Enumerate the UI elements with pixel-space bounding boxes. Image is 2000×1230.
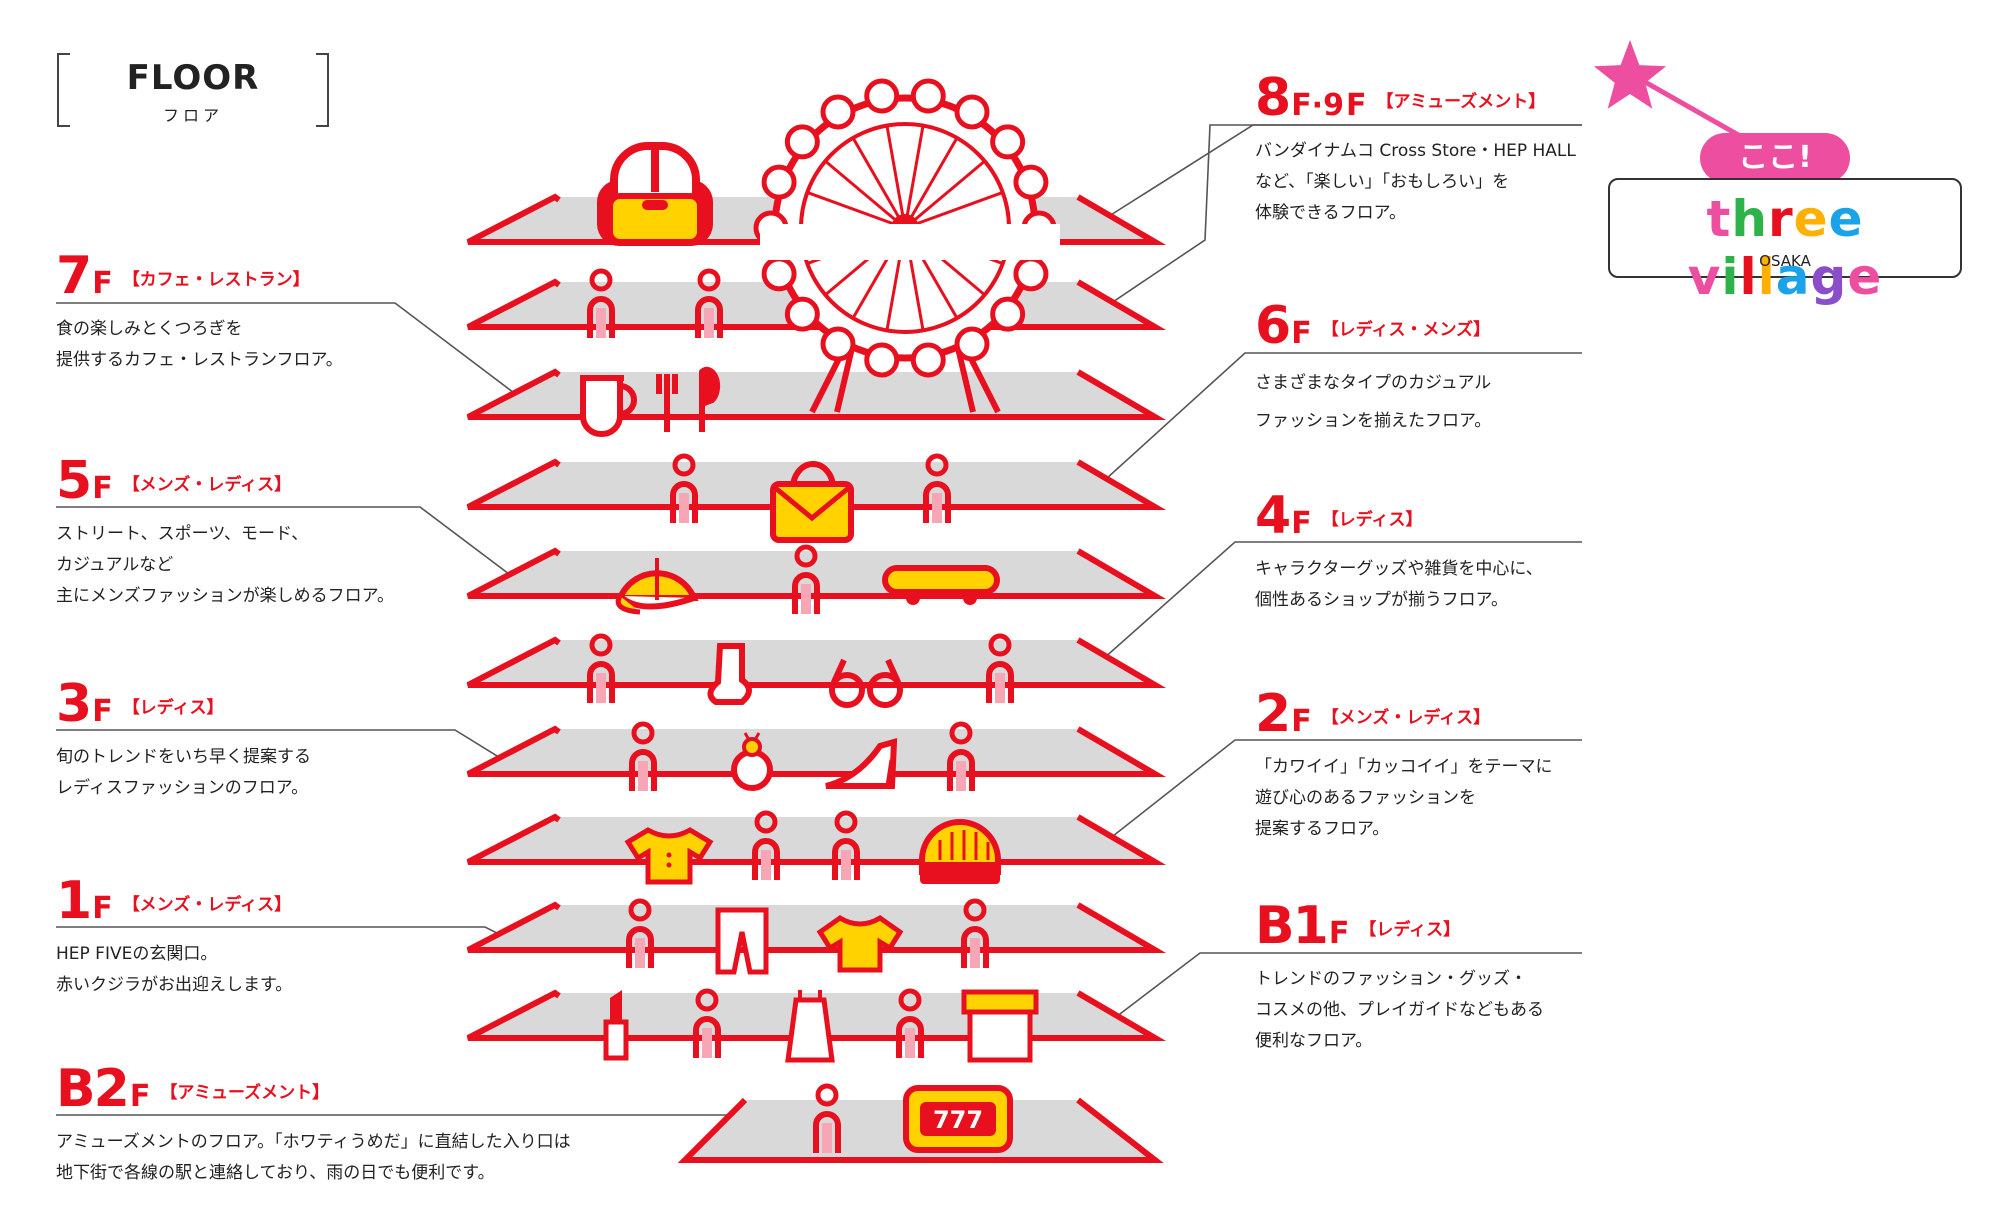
here-badge: ここ! [1700,133,1850,183]
floor-category: 【カフェ・レストラン】 [122,270,310,290]
floor-category: 【アミューズメント】 [1376,92,1546,112]
lipstick-icon [603,990,629,1061]
sock-icon [707,643,752,705]
floor-title-box: FLOOR フロア [56,52,330,128]
floor-category: 【メンズ・レディス】 [122,895,292,915]
floor-description: 旬のトレンドをいち早く提案するレディスファッションのフロア。 [56,747,311,798]
floor-5f: 5F【メンズ・レディス】 ストリート、スポーツ、モード、カジュアルなど主にメンズ… [56,455,394,612]
shirt-icon [816,915,904,973]
floor-b1f: B1F【レディス】 トレンドのファッション・グッズ・コスメの他、プレイガイドなど… [1255,900,1544,1057]
glasses-icon [829,658,903,708]
floor-plate [466,725,1167,777]
skateboard-icon [882,565,1000,605]
slot-machine-icon: 777 [903,1085,1013,1153]
ferris-wheel-icon [753,78,1060,414]
floor-category: 【メンズ・レディス】 [122,475,292,495]
floor-description: ストリート、スポーツ、モード、カジュアルなど主にメンズファッションが楽しめるフロ… [56,524,394,606]
handbag-icon [770,461,854,543]
floor-8f-9f: 8F·9F【アミューズメント】 バンダイナムコ Cross Store・HEP … [1255,72,1576,229]
floor-2f: 2F【メンズ・レディス】 「カワイイ」「カッコイイ」をテーマに遊び心のあるファッ… [1255,688,1553,845]
floor-1f: 1F【メンズ・レディス】 HEP FIVEの玄関口。赤いクジラがお出迎えします。 [56,875,292,1001]
floor-number: 7 [56,246,92,306]
floor-description: トレンドのファッション・グッズ・コスメの他、プレイガイドなどもある便利なフロア。 [1255,969,1544,1051]
robot-icon [597,142,713,246]
floor-number: 4 [1255,486,1291,546]
page-subtitle: フロア [162,106,223,125]
floor-description: さまざまなタイプのカジュアルファッションを揃えたフロア。 [1255,373,1492,431]
t-shirt-icon [624,827,714,885]
logo-subtitle: OSAKA [1759,252,1811,270]
pants-icon [715,907,769,975]
floor-number: 5 [56,451,92,511]
gift-box-icon [961,989,1039,1063]
ring-icon [731,732,773,791]
page-title: FLOOR [126,58,260,98]
floor-plate [466,636,1167,688]
floor-category: 【アミューズメント】 [160,1083,330,1103]
dress-icon [785,990,835,1063]
floor-number: 6 [1255,296,1291,356]
floor-category: 【レディス】 [1359,920,1461,940]
three-village-logo-box[interactable]: three village OSAKA [1608,178,1962,306]
coffee-cup-icon [579,375,637,437]
floor-number: B2 [56,1059,130,1119]
connector-lines [56,124,1582,1116]
floor-plate [466,813,1167,865]
floor-description: 「カワイイ」「カッコイイ」をテーマに遊び心のあるファッションを提案するフロア。 [1255,757,1553,839]
floor-category: 【レディス】 [122,698,224,718]
floor-description: HEP FIVEの玄関口。赤いクジラがお出迎えします。 [56,944,293,995]
floor-description: アミューズメントのフロア。「ホワティうめだ」に直結した入り口は地下街で各線の駅と… [56,1132,571,1183]
knit-hat-icon [919,819,1001,884]
high-heel-icon [825,737,898,789]
fork-knife-icon [656,366,721,432]
slot-label: 777 [933,1106,983,1134]
star-pointer [1593,40,1758,148]
cap-icon [615,558,699,615]
floor-number: 2 [1255,684,1291,744]
floor-category: 【メンズ・レディス】 [1321,708,1491,728]
floor-7f: 7F【カフェ・レストラン】 食の楽しみとくつろぎを提供するカフェ・レストランフロ… [56,250,343,376]
floor-plate [466,901,1167,953]
floor-4f: 4F【レディス】 キャラクターグッズや雑貨を中心に、個性あるショップが揃うフロア… [1255,490,1543,616]
floor-category: 【レディス・メンズ】 [1321,320,1491,340]
floor-number: 8 [1255,68,1291,128]
three-village-logo: three village [1687,190,1883,306]
floor-3f: 3F【レディス】 旬のトレンドをいち早く提案するレディスファッションのフロア。 [56,678,311,804]
floor-description: キャラクターグッズや雑貨を中心に、個性あるショップが揃うフロア。 [1255,559,1543,610]
floor-number: 1 [56,871,92,931]
title-brackets [57,53,329,127]
floor-number: 3 [56,674,92,734]
floor-description: 食の楽しみとくつろぎを提供するカフェ・レストランフロア。 [56,319,343,370]
floor-number: B1 [1255,896,1329,956]
floor-category: 【レディス】 [1321,510,1423,530]
floor-6f: 6F【レディス・メンズ】 さまざまなタイプのカジュアルファッションを揃えたフロア… [1255,300,1491,440]
floor-b2f: B2F【アミューズメント】 アミューズメントのフロア。「ホワティうめだ」に直結し… [56,1063,571,1189]
